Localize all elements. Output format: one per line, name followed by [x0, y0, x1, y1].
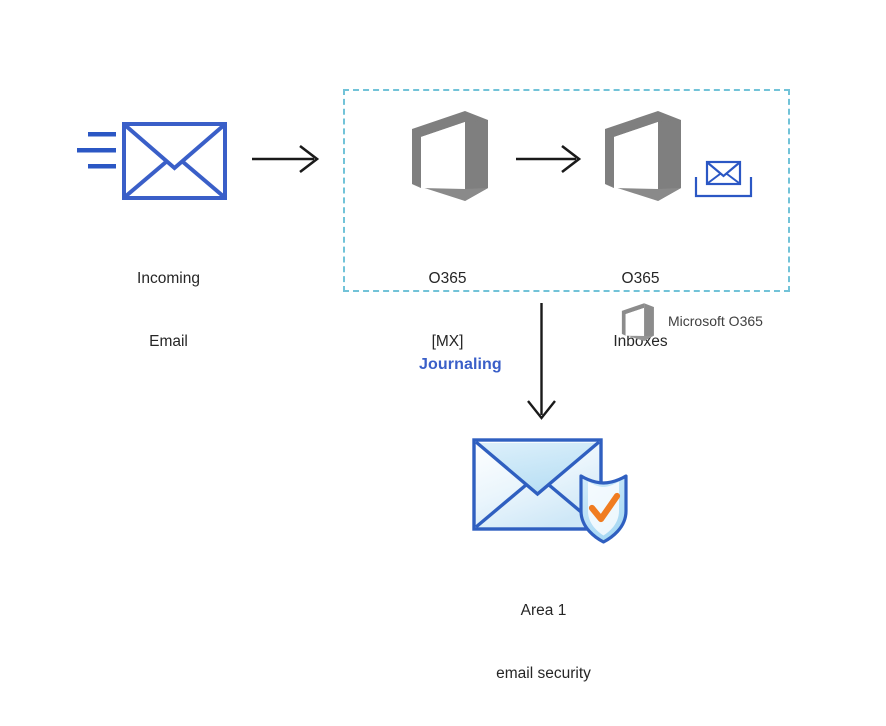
incoming-email-node: [70, 118, 235, 208]
motion-line-top: [88, 132, 116, 137]
area1-node: [470, 433, 635, 548]
arrow-mx-to-inboxes: [516, 143, 586, 175]
microsoft-office-icon: [412, 111, 488, 201]
o365-boundary-box: [343, 89, 790, 292]
envelope-shield-check-icon: [472, 438, 628, 544]
motion-line-middle: [77, 148, 116, 153]
incoming-email-label-line1: Incoming: [137, 270, 200, 287]
inbox-tray-envelope-icon: [694, 160, 753, 198]
check-icon: [588, 492, 621, 523]
legend-office-icon-wrap: [618, 302, 656, 344]
legend-label: Microsoft O365: [668, 313, 763, 329]
o365-mx-node: [403, 108, 493, 208]
microsoft-office-icon: [621, 303, 654, 342]
incoming-email-label-line2: Email: [149, 333, 188, 350]
o365-inboxes-label-line1: O365: [621, 270, 660, 287]
o365-mx-label: O365 [MX]: [366, 226, 529, 394]
journaling-label: Journaling: [419, 356, 502, 373]
inbox-tray-envelope: [694, 158, 756, 203]
microsoft-office-icon: [605, 111, 681, 201]
arrow-right-icon: [516, 144, 582, 174]
envelope-icon: [77, 122, 227, 200]
diagram-canvas: Incoming Email O365 [MX]: [70, 89, 790, 682]
arrow-incoming-to-mx: [252, 143, 324, 175]
area1-label-line1: Area 1: [520, 602, 567, 619]
o365-inboxes-label: O365 Inboxes: [559, 226, 722, 394]
motion-line-bottom: [88, 164, 116, 169]
arrow-right-icon: [252, 144, 320, 174]
o365-inboxes-node: [596, 108, 686, 208]
arrow-down-icon: [527, 303, 556, 420]
o365-mx-label-line1: O365: [428, 270, 467, 287]
incoming-email-label: Incoming Email: [87, 226, 250, 394]
area1-label-line2: email security: [496, 665, 591, 682]
o365-inboxes-label-line2: Inboxes: [613, 333, 668, 350]
o365-mx-label-line2: [MX]: [431, 333, 464, 350]
area1-label: Area 1 email security: [462, 558, 625, 726]
arrow-inboxes-to-area1: [524, 303, 560, 423]
